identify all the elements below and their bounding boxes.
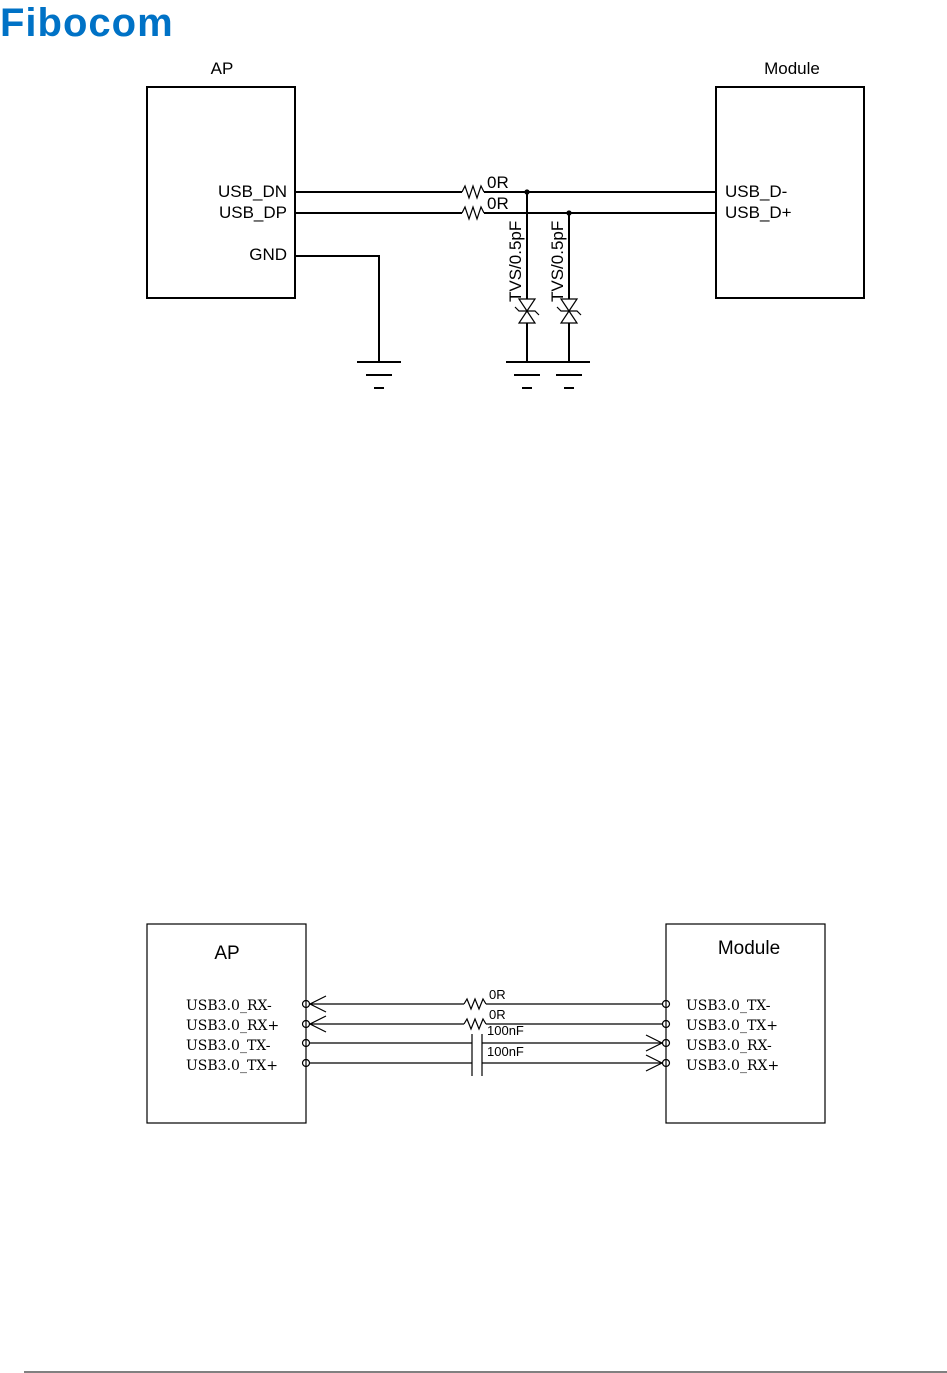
ap-pin-gnd: GND	[249, 245, 287, 264]
tvs-label-1: TVS/0.5pF	[506, 221, 525, 302]
capacitor-symbol	[472, 1034, 482, 1076]
module-pin-rx-plus: USB3.0_RX+	[686, 1058, 779, 1074]
module-pin-rx-minus: USB3.0_RX-	[686, 1038, 772, 1054]
resistor-label-1: 0R	[489, 987, 506, 1002]
resistor-symbol	[464, 999, 486, 1009]
resistor-label-dn: 0R	[487, 173, 509, 192]
usb3-line-4	[303, 1055, 670, 1071]
resistor-label-2: 0R	[489, 1007, 506, 1022]
ap-pin-usb-dn: USB_DN	[218, 182, 287, 201]
ap-pin-rx-plus: USB3.0_RX+	[186, 1018, 279, 1034]
usb3-line-1	[303, 996, 670, 1012]
capacitor-label-1: 100nF	[487, 1023, 524, 1038]
gnd-line	[295, 256, 401, 388]
module-pin-tx-plus: USB3.0_TX+	[686, 1018, 778, 1034]
module-title: Module	[764, 59, 820, 78]
usb3-line-2	[303, 1016, 670, 1032]
fibocom-logo: Fibocom	[0, 1, 174, 45]
tvs-label-2: TVS/0.5pF	[548, 221, 567, 302]
module-pin-tx-minus: USB3.0_TX-	[686, 998, 771, 1014]
resistor-symbol	[462, 207, 484, 219]
capacitor-label-2: 100nF	[487, 1044, 524, 1059]
module-pin-usb-d-minus: USB_D-	[725, 182, 787, 201]
resistor-symbol	[464, 1019, 486, 1029]
usb3-line-3	[303, 1035, 670, 1051]
ap-pin-tx-plus: USB3.0_TX+	[186, 1058, 278, 1074]
ap-title-2: AP	[214, 943, 239, 964]
ap-pin-tx-minus: USB3.0_TX-	[186, 1038, 271, 1054]
ap-title: AP	[211, 59, 234, 78]
ap-pin-usb-dp: USB_DP	[219, 203, 287, 222]
module-title-2: Module	[718, 938, 780, 959]
resistor-symbol	[462, 186, 484, 198]
module-pin-usb-d-plus: USB_D+	[725, 203, 792, 222]
usb2-schematic: AP USB_DN USB_DP GND Module USB_D- USB_D…	[147, 59, 864, 388]
usb3-schematic: AP USB3.0_RX- USB3.0_RX+ USB3.0_TX- USB3…	[147, 924, 825, 1123]
resistor-label-dp: 0R	[487, 194, 509, 213]
ap-pin-rx-minus: USB3.0_RX-	[186, 998, 272, 1014]
